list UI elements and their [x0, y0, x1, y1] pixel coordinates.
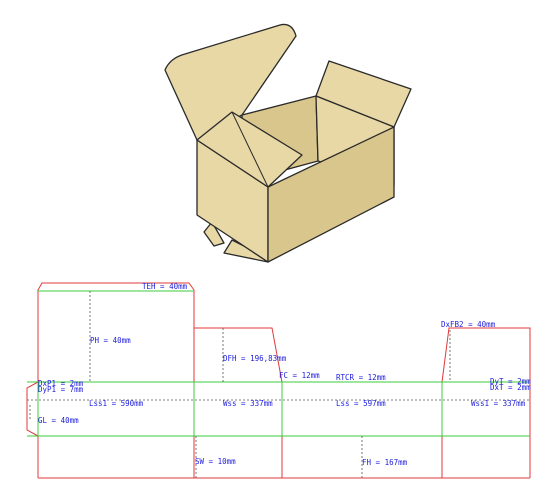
crease-lines — [27, 290, 530, 437]
cut-dfh-flap — [194, 327, 283, 383]
cut-dxfb2-flap — [441, 327, 531, 383]
dimension-lines — [27, 291, 530, 478]
label-rtcr: RTCR = 12mm — [336, 373, 386, 382]
label-lss: Lss = 597mm — [336, 399, 386, 408]
dimension-labels: TEH = 40mm PH = 40mm DFH = 196,83mm FC =… — [38, 282, 531, 467]
label-fh: FH = 167mm — [362, 458, 408, 467]
label-dfh: DFH = 196,83mm — [223, 354, 287, 363]
label-wss1: Wss1 = 337mm — [471, 399, 526, 408]
cut-top-flap-left — [37, 282, 195, 382]
label-lss1: Lss1 = 590mm — [89, 399, 144, 408]
cut-lines — [26, 282, 531, 479]
label-ph: PH = 40mm — [90, 336, 131, 345]
label-dyt: DyT = 2mm — [490, 377, 531, 386]
label-sw: SW = 10mm — [195, 457, 236, 466]
box-glue-flap — [203, 221, 225, 247]
label-teh: TEH = 40mm — [142, 282, 188, 291]
label-dxt: DxT = 2mm — [490, 383, 531, 392]
dieline-layout: TEH = 40mm PH = 40mm DFH = 196,83mm FC =… — [26, 282, 531, 479]
box-illustration — [164, 23, 412, 263]
box-back-top-flap — [164, 23, 297, 141]
box-side-face — [267, 126, 395, 263]
label-dyp1: DyP1 = 7mm — [38, 385, 84, 394]
label-dxp1: DxP1 = 2mm — [38, 379, 84, 388]
label-gl: GL = 40mm — [38, 416, 79, 425]
cut-glue-flap — [26, 381, 39, 437]
label-dxfb2: DxFB2 = 40mm — [441, 320, 496, 329]
label-fc: FC = 12mm — [279, 371, 320, 380]
box-flap-crease — [231, 111, 269, 188]
label-wss: Wss = 337mm — [223, 399, 273, 408]
